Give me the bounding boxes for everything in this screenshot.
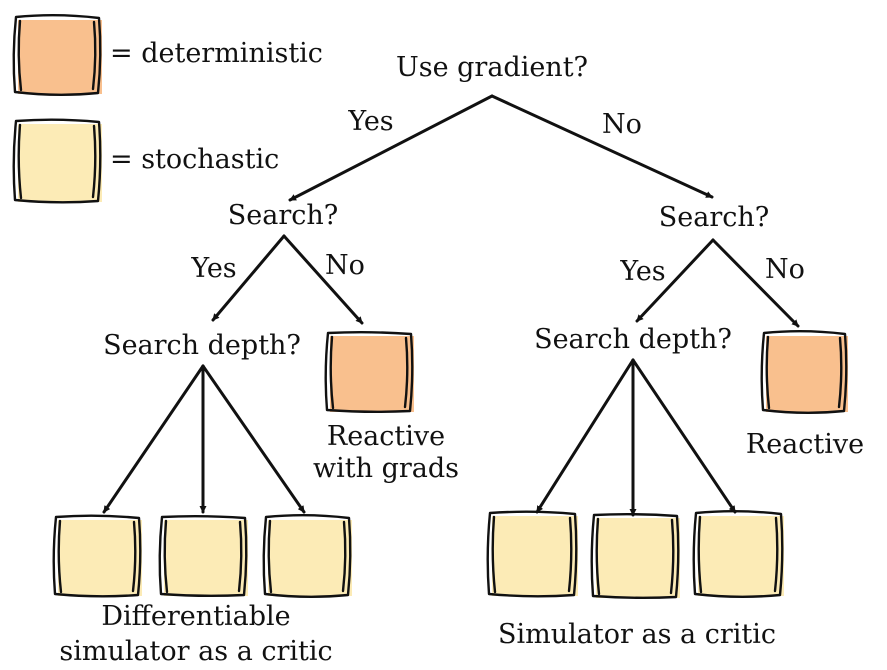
right-yes-label: Yes	[619, 256, 665, 287]
root-no-label: No	[602, 109, 642, 140]
box-outline	[158, 515, 248, 597]
leaf-diff-sim-box-1	[52, 514, 142, 598]
right-no-label: No	[765, 254, 805, 285]
right-depth-question: Search depth?	[534, 324, 732, 355]
box-outline	[12, 14, 102, 96]
edge-left-depth-1	[102, 364, 205, 514]
tree-edges	[102, 94, 800, 517]
box-sketch-stroke	[57, 519, 137, 594]
left-depth-question: Search depth?	[103, 330, 301, 361]
left-search-question: Search?	[228, 200, 338, 231]
left-yes-label: Yes	[190, 253, 236, 284]
edge-right-depth-3	[631, 358, 737, 514]
edge-root-no	[490, 94, 714, 199]
root-question: Use gradient?	[396, 52, 588, 83]
box-fill	[492, 516, 578, 596]
leaf-captions: Reactive with grads Reactive Differentia…	[59, 421, 864, 667]
box-sketch-stroke	[697, 515, 779, 594]
edge-right-no	[711, 238, 800, 328]
left-no-label: No	[325, 250, 365, 281]
box-outline	[486, 510, 578, 598]
legend-deterministic-swatch	[12, 14, 102, 96]
edge-right-yes	[635, 238, 715, 323]
box-sketch-stroke	[491, 515, 573, 594]
reactive-caption: Reactive	[746, 429, 864, 460]
leaf-sim-box-1	[486, 510, 578, 598]
box-fill	[18, 20, 102, 94]
box-fill	[766, 336, 848, 412]
box-fill	[18, 124, 102, 202]
right-search-question: Search?	[659, 202, 769, 233]
box-outline	[692, 510, 784, 598]
reactive-with-grads-caption-line2: with grads	[313, 453, 459, 484]
box-fill	[58, 520, 142, 596]
edge-left-yes	[211, 234, 286, 322]
box-fill	[596, 518, 680, 598]
box-outline	[324, 331, 414, 413]
diff-sim-caption-line1: Differentiable	[101, 601, 290, 632]
legend-stochastic-swatch	[12, 118, 102, 204]
leaf-sim-box-2	[590, 513, 680, 599]
legend-deterministic-label: = deterministic	[110, 38, 323, 69]
edge-root-yes	[288, 94, 494, 202]
box-sketch-stroke	[17, 19, 97, 92]
box-sketch-stroke	[267, 519, 347, 594]
diff-sim-caption-line2: simulator as a critic	[59, 636, 332, 667]
box-fill	[330, 336, 414, 412]
box-outline	[52, 514, 142, 598]
leaf-boxes	[52, 330, 848, 599]
edge-left-no	[282, 234, 364, 325]
box-sketch-stroke	[17, 123, 97, 200]
legend: = deterministic = stochastic	[12, 14, 323, 204]
box-sketch-stroke	[329, 335, 409, 410]
box-fill	[698, 516, 784, 596]
edge-left-depth-3	[201, 364, 306, 514]
box-outline	[590, 513, 680, 599]
box-fill	[268, 520, 352, 596]
reactive-with-grads-caption-line1: Reactive	[327, 421, 445, 452]
box-fill	[164, 520, 248, 596]
box-sketch-stroke	[595, 517, 675, 596]
leaf-reactive-box	[760, 330, 848, 414]
leaf-diff-sim-box-2	[158, 515, 248, 597]
root-yes-label: Yes	[347, 106, 393, 137]
edge-right-depth-1	[535, 358, 635, 514]
box-outline	[262, 514, 352, 598]
leaf-diff-sim-box-3	[262, 514, 352, 598]
box-sketch-stroke	[163, 519, 243, 594]
box-sketch-stroke	[765, 335, 843, 410]
sim-caption: Simulator as a critic	[498, 619, 776, 650]
box-outline	[760, 330, 848, 414]
leaf-reactive-with-grads-box	[324, 331, 414, 413]
tree-labels: Use gradient? Yes No Search? Yes No Sear…	[103, 52, 805, 361]
box-outline	[12, 118, 102, 204]
legend-stochastic-label: = stochastic	[110, 144, 279, 175]
leaf-sim-box-3	[692, 510, 784, 598]
